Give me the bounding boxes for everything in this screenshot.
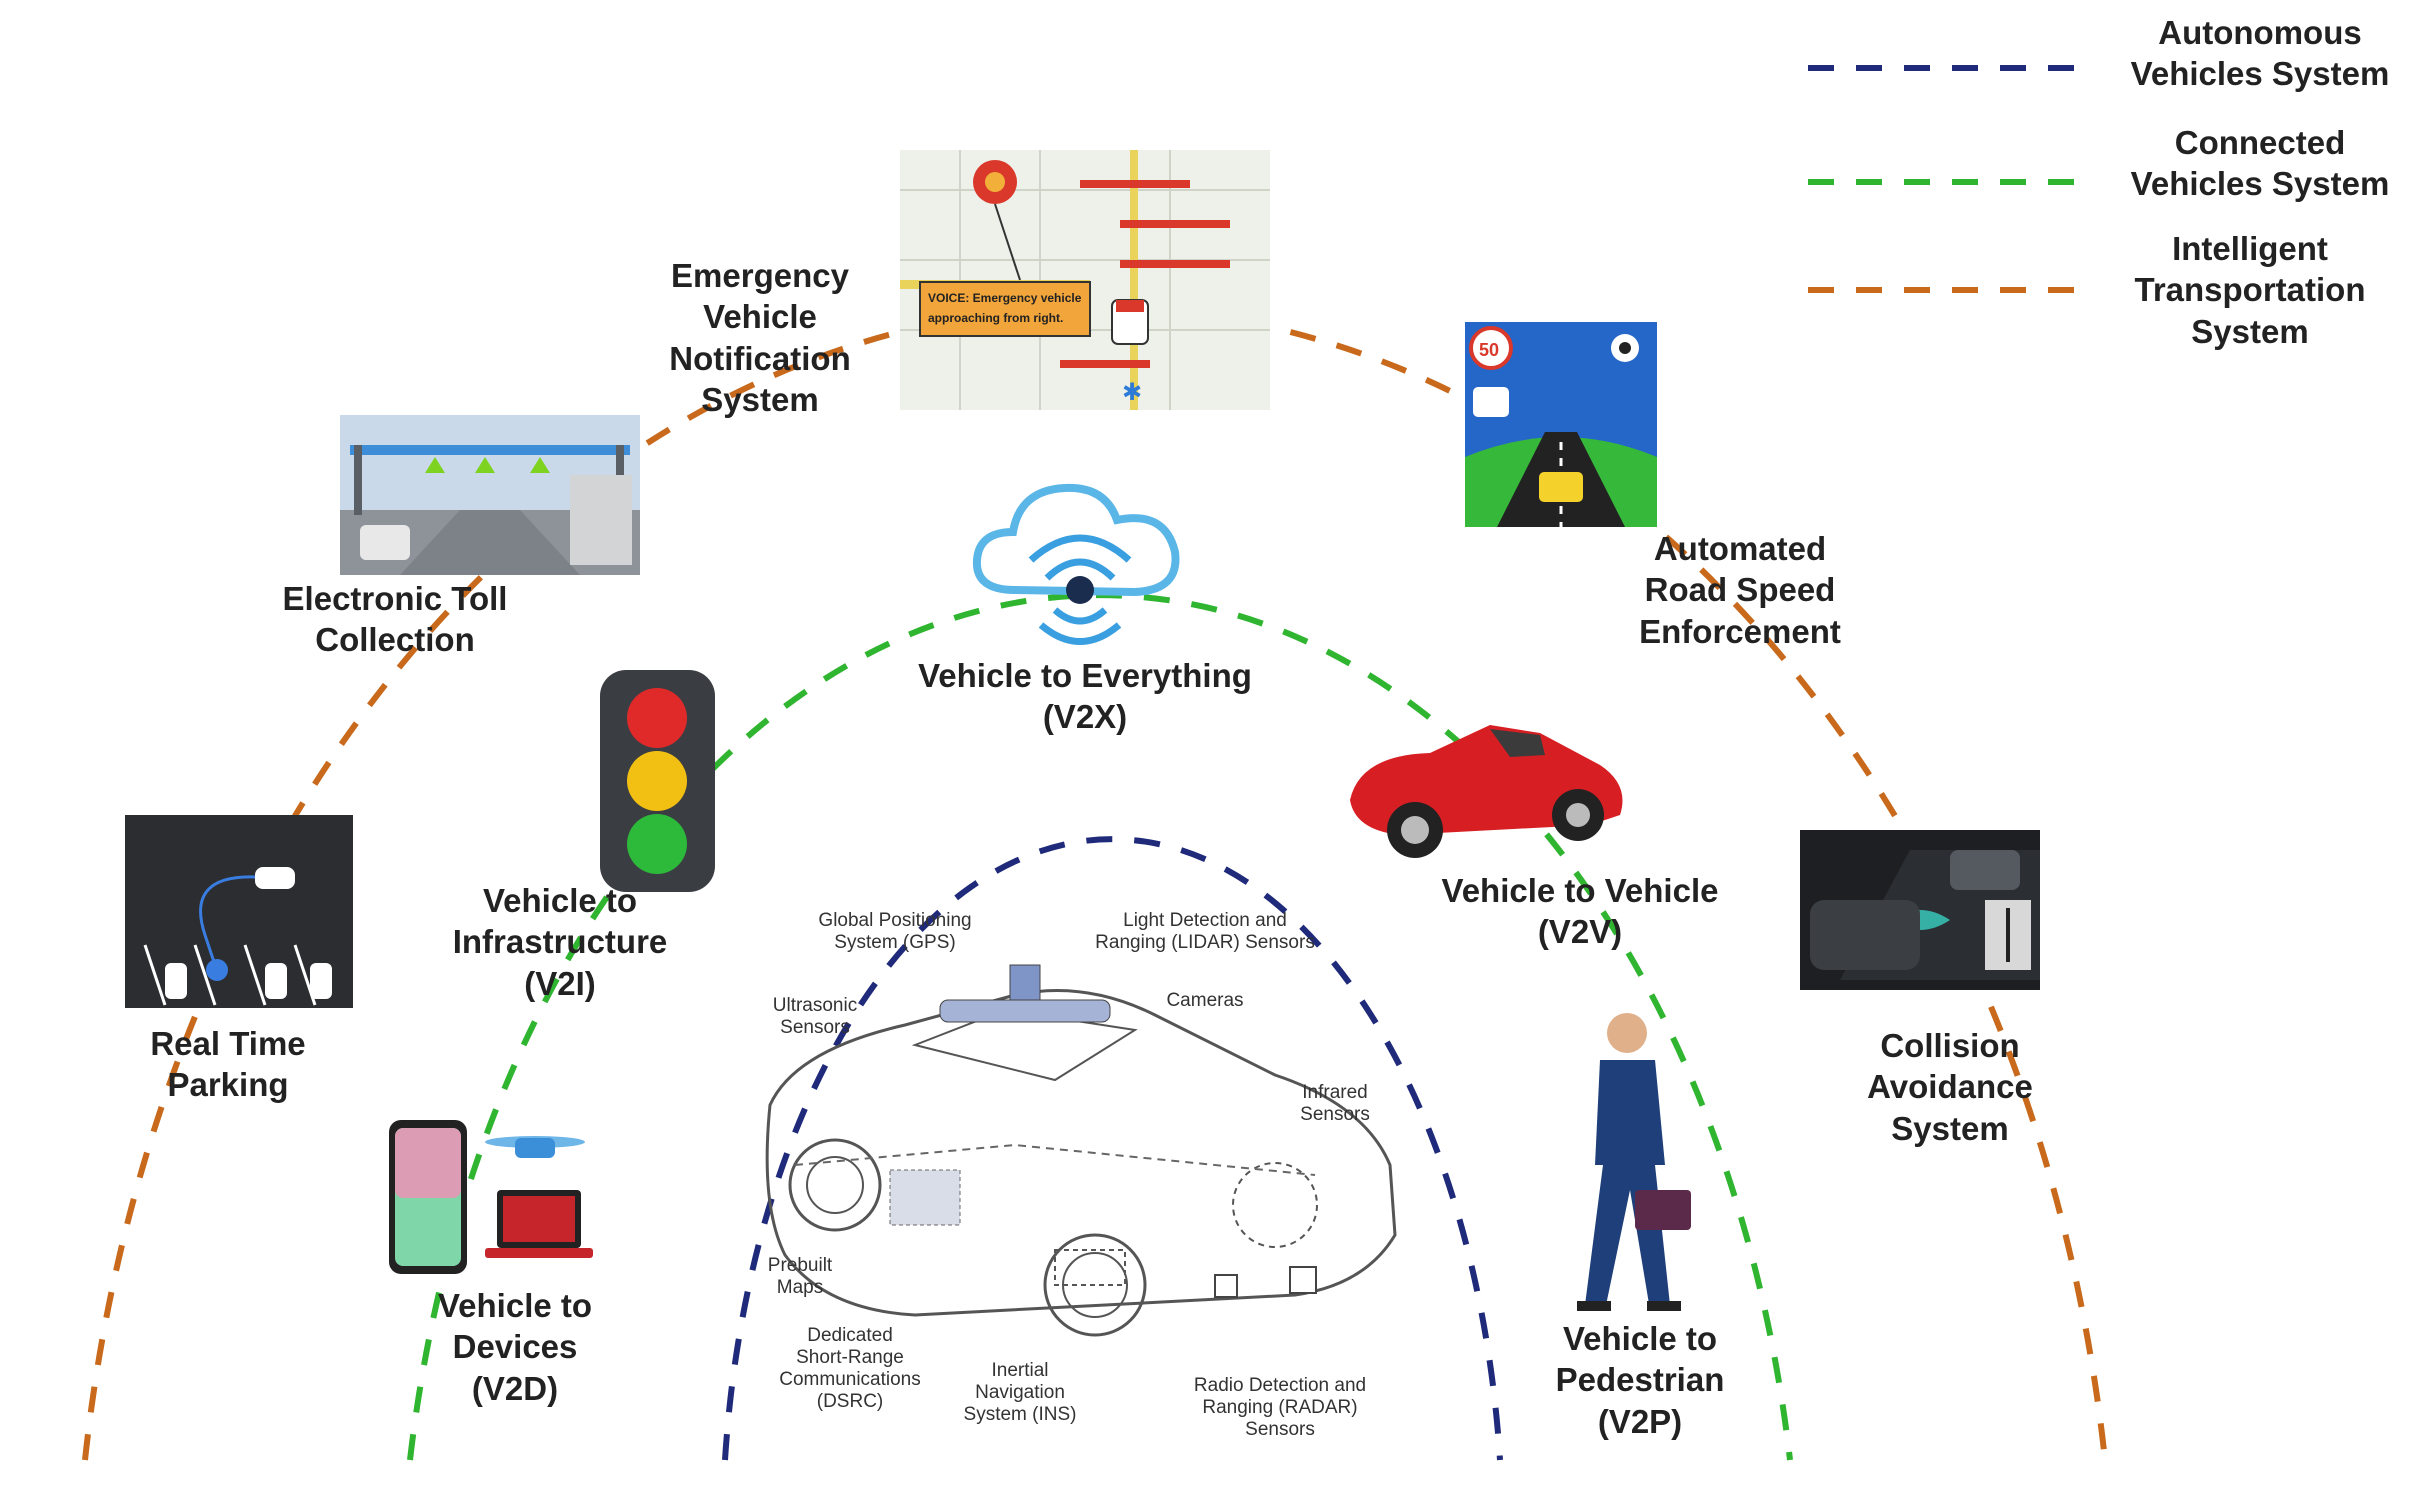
svg-text:VOICE: Emergency vehicle: VOICE: Emergency vehicle [928, 291, 1082, 305]
red-car-icon [1350, 725, 1623, 858]
devices-icon [389, 1120, 593, 1274]
autonomous-car-drawing [765, 964, 1397, 1337]
svg-text:✱: ✱ [1122, 378, 1142, 406]
collision-image [1800, 830, 2040, 990]
autonomous-arc [722, 836, 1503, 1461]
sensor-cameras-label: Cameras [1166, 990, 1244, 1011]
traffic-light-icon [600, 670, 715, 892]
svg-text:50: 50 [1479, 340, 1499, 360]
emergency-map-image: VOICE: Emergency vehicle approaching fro… [900, 150, 1270, 410]
emergency-sign [919, 281, 1091, 337]
v2x-label: Vehicle to Everything(V2X) [918, 657, 1252, 736]
speed-enforcement-image: 50 [1465, 322, 1657, 527]
toll-road-image [340, 415, 640, 575]
parking-image [125, 815, 353, 1008]
pedestrian-icon [1577, 1013, 1691, 1311]
v2v-label: Vehicle to Vehicle(V2V) [1441, 872, 1719, 951]
cloud-wifi-icon [972, 483, 1180, 645]
svg-text:approaching from right.: approaching from right. [928, 311, 1063, 325]
